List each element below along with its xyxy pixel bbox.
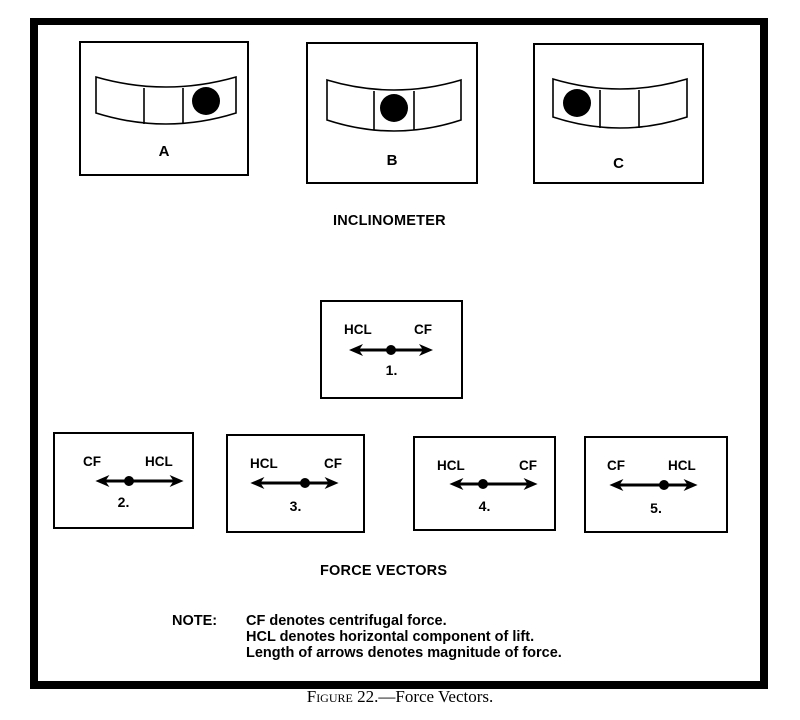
right-force-label: CF (414, 322, 432, 337)
force-vector-panel-3: HCL CF 3. (226, 434, 365, 533)
panel-label: 3. (289, 498, 302, 514)
left-force-label: HCL (437, 458, 465, 473)
force-vector-panel-4: HCL CF 4. (413, 436, 556, 531)
inclinometer-panel-a: A (79, 41, 249, 176)
inclinometer-b-graphic (326, 78, 462, 132)
panel-label: 1. (385, 362, 398, 378)
panel-label: 2. (117, 494, 130, 510)
figure-caption: Figure 22.—Force Vectors. (0, 687, 800, 707)
center-of-gravity-dot (124, 476, 134, 486)
note-line: CF denotes centrifugal force. (246, 613, 447, 629)
force-arrow-graphic (95, 475, 184, 487)
note-line: HCL denotes horizontal component of lift… (246, 629, 535, 645)
inclinometer-panel-b: B (306, 42, 478, 184)
inclinometer-c-graphic (552, 77, 688, 129)
left-force-label: HCL (250, 456, 278, 471)
note-key: NOTE: (172, 613, 218, 629)
panel-label: 5. (650, 500, 662, 516)
force-arrow-graphic (609, 479, 698, 491)
left-force-label: CF (83, 454, 101, 469)
right-arrowhead-icon (683, 479, 698, 491)
inclinometer-ball (380, 94, 408, 122)
figure-number: Figure 22. (306, 687, 379, 706)
left-arrowhead-icon (449, 478, 464, 490)
force-vector-panel-5: CF HCL 5. (584, 436, 728, 533)
inclinometer-ball (563, 89, 591, 117)
inclinometer-heading: INCLINOMETER (333, 213, 446, 229)
caption-dash: — (378, 687, 396, 706)
right-force-label: CF (519, 458, 537, 473)
force-vector-panel-2: CF HCL 2. (53, 432, 194, 529)
right-force-label: HCL (668, 458, 696, 473)
center-of-gravity-dot (386, 345, 396, 355)
left-arrowhead-icon (609, 479, 624, 491)
force-arrow-graphic (349, 344, 433, 356)
center-of-gravity-dot (300, 478, 310, 488)
left-force-label: HCL (344, 322, 372, 337)
panel-label: C (613, 155, 624, 172)
force-vector-panel-1: HCL CF 1. (320, 300, 463, 399)
force-arrow-graphic (449, 478, 538, 490)
inclinometer-panel-c: C (533, 43, 704, 184)
inclinometer-ball (192, 87, 220, 115)
right-arrowhead-icon (523, 478, 538, 490)
right-arrowhead-icon (324, 477, 339, 489)
force-arrow-graphic (250, 477, 339, 489)
center-of-gravity-dot (659, 480, 669, 490)
force-vectors-heading: FORCE VECTORS (320, 563, 448, 579)
inclinometer-tube (552, 77, 688, 129)
right-arrowhead-icon (419, 344, 433, 356)
panel-label: 4. (478, 498, 491, 514)
left-force-label: CF (607, 458, 625, 473)
right-force-label: HCL (145, 454, 173, 469)
figure-title: Force Vectors. (395, 687, 494, 706)
left-arrowhead-icon (349, 344, 363, 356)
right-force-label: CF (324, 456, 342, 471)
left-arrowhead-icon (250, 477, 265, 489)
figure-frame (30, 18, 768, 689)
panel-label: A (158, 143, 170, 160)
center-of-gravity-dot (478, 479, 488, 489)
right-arrowhead-icon (169, 475, 184, 487)
panel-label: B (386, 152, 398, 169)
left-arrowhead-icon (95, 475, 110, 487)
note-line: Length of arrows denotes magnitude of fo… (246, 645, 562, 661)
inclinometer-a-graphic (95, 75, 237, 125)
